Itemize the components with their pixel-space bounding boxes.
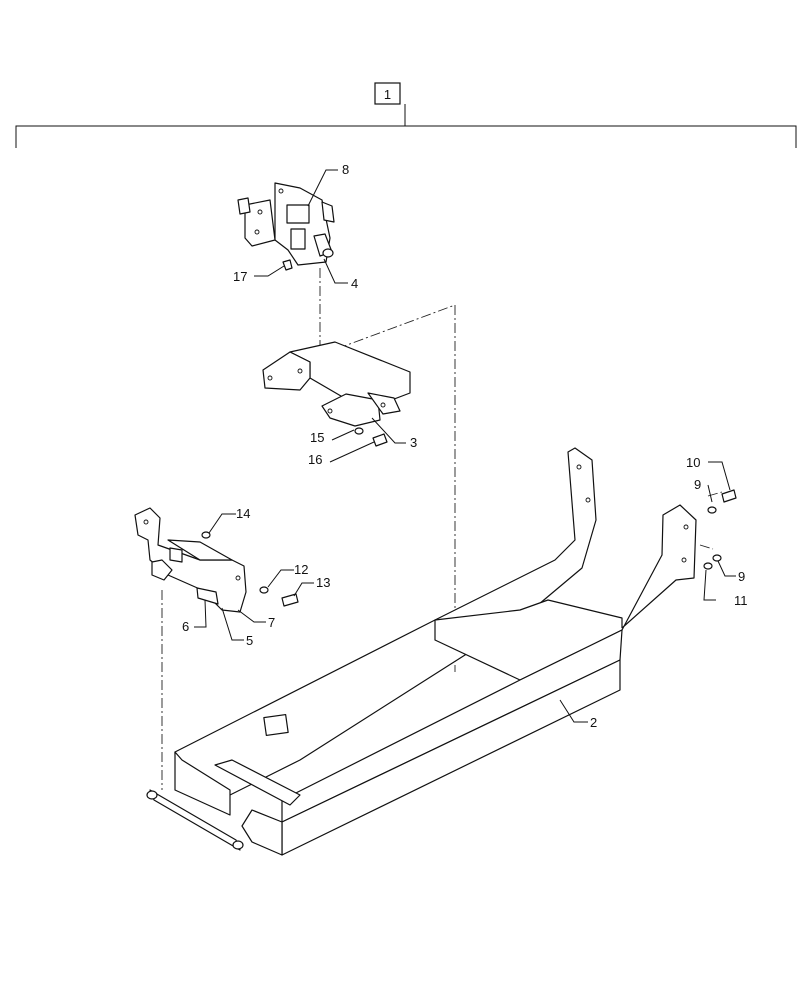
leader-lines [194, 169, 736, 723]
callout-labels: 8 4 17 3 15 16 14 12 13 6 5 7 2 10 9 9 1… [182, 162, 748, 730]
bolt-part-13 [281, 593, 299, 607]
callout-2: 2 [590, 715, 597, 730]
callout-4: 4 [351, 276, 358, 291]
callout-13: 13 [316, 575, 330, 590]
callout-17: 17 [233, 269, 247, 284]
callout-6: 6 [182, 619, 189, 634]
main-frame-part [146, 447, 697, 856]
alignment-lines [161, 268, 723, 790]
callout-5: 5 [246, 633, 253, 648]
assembly-label-box [374, 82, 401, 105]
callout-16: 16 [308, 452, 322, 467]
callout-9-bottom: 9 [738, 569, 745, 584]
callout-12: 12 [294, 562, 308, 577]
bolt-part-16 [372, 433, 388, 447]
callout-8: 8 [342, 162, 349, 177]
callout-14: 14 [236, 506, 250, 521]
callout-9-top: 9 [694, 477, 701, 492]
washer-part-9-top [707, 506, 717, 514]
washer-part-12 [259, 586, 269, 594]
hitch-bracket-part [134, 507, 247, 613]
washer-part-14 [201, 531, 211, 539]
callout-15: 15 [310, 430, 324, 445]
callout-7: 7 [268, 615, 275, 630]
mounting-plate-part [237, 182, 335, 266]
assembly-label: 1 [384, 87, 391, 102]
bolt-part-10 [721, 489, 737, 503]
washer-part-15 [354, 427, 364, 435]
assembly-bracket: 1 [15, 82, 797, 148]
callout-3: 3 [410, 435, 417, 450]
nut-part-11 [703, 562, 713, 570]
callout-11: 11 [734, 593, 748, 608]
washer-part-9-bottom [712, 554, 722, 562]
callout-10: 10 [686, 455, 700, 470]
adaptor-bracket-part [262, 341, 411, 427]
small-bolt-part-17 [282, 259, 293, 271]
